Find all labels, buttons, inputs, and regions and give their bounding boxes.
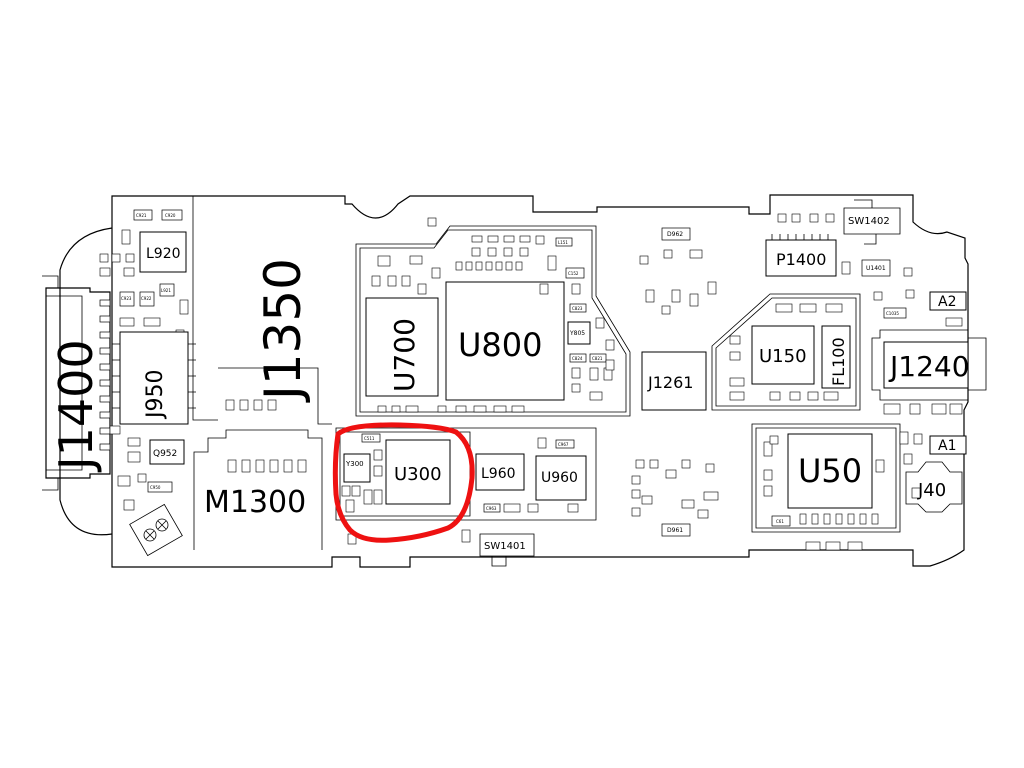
label-c61: C61 [776,519,784,524]
label-l151: L151 [558,240,568,245]
label-u1401: U1401 [866,265,886,272]
label-sw1402: SW1402 [848,216,890,227]
region-sw1402: SW1402 [843,199,901,245]
chip-j1261 [641,351,707,411]
label-c824: C824 [572,356,583,361]
region-m1300: M1300 [193,429,323,550]
chip-a2 [929,291,967,311]
label-c963: C963 [486,506,497,511]
board-outline [111,194,969,568]
region-j1350: J1350 [192,196,332,473]
label-u960: U960 [541,470,578,486]
label-p1400: P1400 [776,250,826,269]
label-a1: A1 [938,438,956,454]
label-c920: C920 [165,213,176,218]
label-j1261: J1261 [647,373,693,392]
connector-j1400: J1400 [42,275,111,491]
chip-l960 [475,453,525,491]
label-j950: J950 [143,370,168,420]
chip-j950 [119,331,189,425]
label-d961: D961 [667,527,683,534]
region-sw1401: SW1401 [479,533,535,567]
label-c967: C967 [558,442,569,447]
label-l921: L921 [161,288,171,293]
label-c922: C922 [141,296,152,301]
chip-fl100 [821,325,851,389]
label-fl100: FL100 [829,337,848,386]
chip-u300 [385,439,451,505]
region-j40: J40 [905,461,963,513]
chip-u700 [365,297,439,397]
label-j1400: J1400 [49,339,103,473]
label-c823: C823 [572,306,583,311]
chip-q952 [149,439,185,465]
label-c152: C152 [568,271,579,276]
label-c921: C921 [136,213,147,218]
label-j1240: J1240 [888,350,970,383]
scattered-passives [605,249,963,551]
label-q952: Q952 [153,449,177,459]
left-tab [59,227,113,536]
label-j40: J40 [917,480,946,501]
chip-a1 [929,435,967,455]
region-u800-shield: U700 U800 Y805 L151 C152 C823 C824 C821 [355,217,631,417]
screw-mark [129,503,183,557]
label-j1350: J1350 [254,258,312,403]
chip-l920 [139,231,187,273]
label-l920: L920 [146,246,181,262]
region-u150-shield: U150 FL100 [711,293,861,411]
label-u800: U800 [458,326,543,364]
label-u700: U700 [388,318,421,392]
label-c511: C511 [364,436,375,441]
label-u50: U50 [798,452,862,490]
label-y805: Y805 [569,330,585,337]
region-p1400: P1400 [765,213,851,277]
label-c950: C950 [150,485,161,490]
chip-u800 [445,281,565,401]
label-u150: U150 [759,346,807,367]
chip-j1240 [883,341,969,389]
chip-y805 [567,321,591,345]
label-c923: C923 [121,296,132,301]
chip-u50 [787,433,873,509]
region-j1240: J1240 [871,329,987,401]
label-y300: Y300 [345,460,364,468]
highlight-u300 [332,422,475,543]
label-c1035: C1035 [886,311,899,316]
label-sw1401: SW1401 [484,541,526,552]
label-l960: L960 [481,466,516,482]
label-u300: U300 [394,464,442,485]
label-a2: A2 [938,294,956,310]
label-d962: D962 [667,231,683,238]
chip-u150 [751,325,815,385]
chip-p1400 [765,239,837,277]
label-c821: C821 [592,356,603,361]
region-left: L920 C921 C920 C923 C922 L921 J950 Q952 … [99,209,196,557]
label-m1300: M1300 [204,485,306,520]
region-u50-shield: U50 C61 [751,423,901,533]
region-u300-shield: Y300 C511 U300 L960 U960 C967 C963 [335,427,597,545]
chip-u960 [535,455,587,501]
chip-y300 [343,453,371,483]
